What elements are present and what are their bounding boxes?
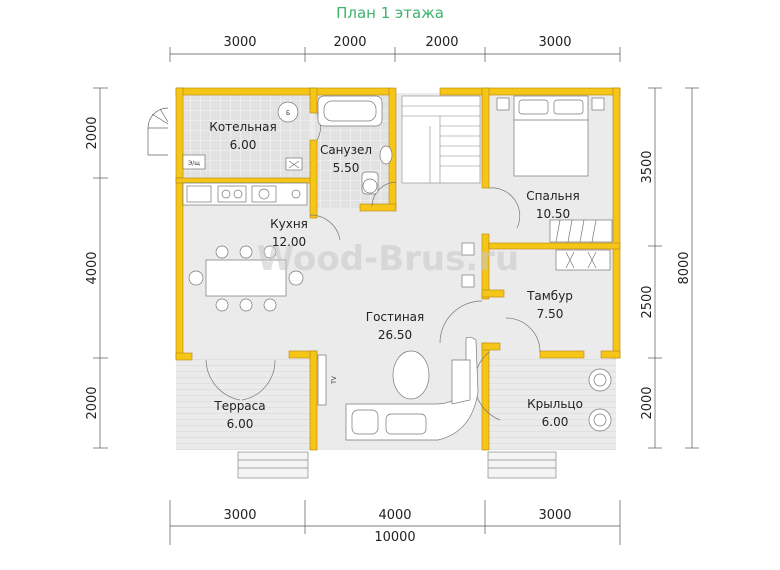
dim-bottom-1: 3000 [223,508,256,523]
bathroom-fixtures [317,95,393,195]
room-bathroom-name: Санузел [320,143,372,157]
dim-right-2: 2500 [640,285,655,318]
room-boiler-area: 6.00 [230,138,257,152]
porch-chairs [588,368,612,432]
entrance-steps [237,451,557,479]
room-terrace-area: 6.00 [227,417,254,431]
dim-right-1: 3500 [640,150,655,183]
dim-left-3: 2000 [85,386,100,419]
bedroom-furniture [461,95,613,288]
dimension-lines [93,47,699,545]
dim-top-2: 2000 [333,35,366,50]
room-vestibule-name: Тамбур [526,289,573,303]
tv-label: TV [331,375,338,385]
room-bedroom-area: 10.50 [536,207,570,221]
room-living-name: Гостиная [366,310,424,324]
outside-stair [147,107,169,156]
dim-top-4: 3000 [538,35,571,50]
electric-panel-label: Э/щ [188,160,200,167]
room-bathroom-area: 5.50 [333,161,360,175]
room-bedroom-name: Спальня [526,189,579,203]
kitchen-counter [182,182,308,206]
watermark: Wood-Brus.ru [257,239,519,279]
room-kitchen-area: 12.00 [272,235,306,249]
dim-right-3: 2000 [640,386,655,419]
dim-top-1: 3000 [223,35,256,50]
boiler-b-label: Б [286,110,290,117]
room-kitchen-name: Кухня [270,217,308,231]
dim-bottom-total: 10000 [374,530,415,545]
room-vestibule-area: 7.50 [537,307,564,321]
dim-left-1: 2000 [85,116,100,149]
room-terrace-name: Терраса [213,399,265,413]
dining-table [188,245,304,312]
room-living-area: 26.50 [378,328,412,342]
room-porch-area: 6.00 [542,415,569,429]
room-porch-name: Крыльцо [527,397,583,411]
dim-left-2: 4000 [85,251,100,284]
dim-right-total: 8000 [677,251,692,284]
dim-bottom-2: 4000 [378,508,411,523]
room-boiler-name: Котельная [209,120,276,134]
interior-stair [401,95,481,184]
dim-top-3: 2000 [425,35,458,50]
plan-title: План 1 этажа [336,4,444,22]
boiler-items [182,101,303,171]
living-furniture [317,336,479,441]
walls [175,87,621,451]
dim-bottom-3: 3000 [538,508,571,523]
